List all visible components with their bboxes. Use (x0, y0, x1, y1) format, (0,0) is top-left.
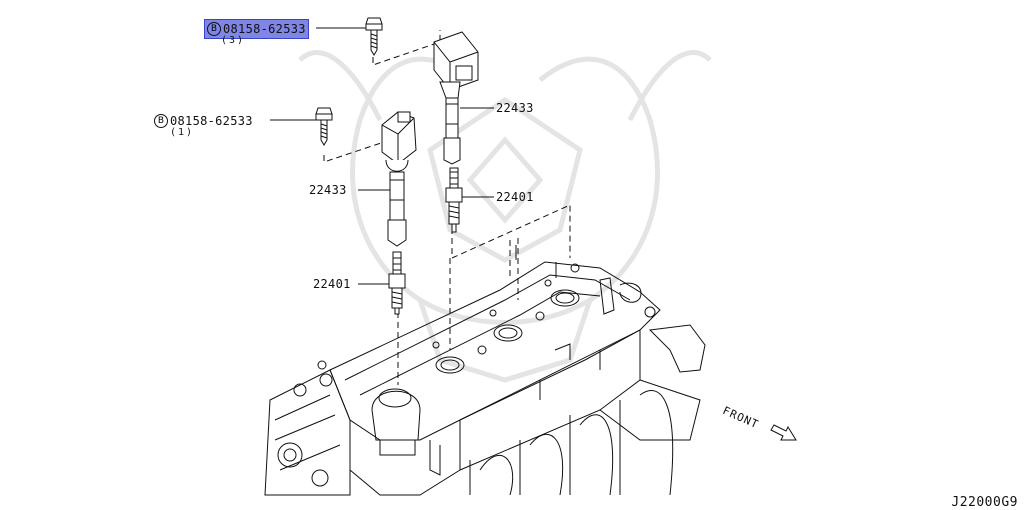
callout-bolt-left[interactable]: B 08158-62533 (154, 113, 253, 129)
callout-bolt-top[interactable]: B 08158-62533 (204, 19, 309, 39)
circle-b-icon: B (207, 22, 221, 36)
bolt-top-drawing (365, 17, 383, 56)
ignition-coil-right-drawing (433, 31, 479, 165)
quantity-label: (1) (170, 127, 195, 138)
engine-head (264, 245, 706, 496)
diagram-code: J22000G9 (951, 495, 1018, 510)
callout-plug-right[interactable]: 22401 (496, 190, 534, 204)
front-arrow-icon (770, 424, 797, 441)
spark-plug-left-drawing (388, 251, 406, 315)
ignition-coil-left-drawing (381, 111, 417, 247)
leader-lines (270, 27, 494, 285)
assembly-lines (323, 30, 571, 385)
part-number-label: 08158-62533 (170, 114, 253, 128)
bolt-left-drawing (315, 107, 333, 146)
callout-coil-right[interactable]: 22433 (496, 101, 534, 115)
circle-b-icon: B (154, 114, 168, 128)
quantity-label: (3) (221, 35, 246, 46)
callout-plug-left[interactable]: 22401 (313, 277, 351, 291)
spark-plug-right-drawing (445, 167, 463, 233)
part-number-label: 08158-62533 (223, 22, 306, 36)
callout-coil-left[interactable]: 22433 (309, 183, 347, 197)
